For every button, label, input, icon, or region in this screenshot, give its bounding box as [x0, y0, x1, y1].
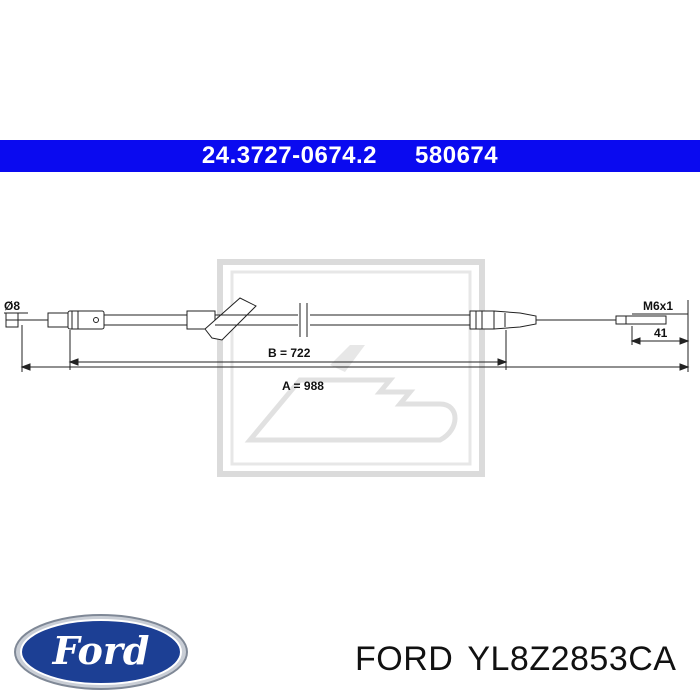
dimension-a-label: A = 988: [282, 379, 324, 393]
dimension-lines: [4, 300, 690, 372]
ford-logo-text: Ford: [52, 628, 150, 673]
cable-conduit: [104, 297, 470, 341]
oem-caption: FORD YL8Z2853CA: [355, 640, 690, 679]
left-end-fitting: [5, 310, 105, 330]
part-number: 24.3727-0674.2: [201, 142, 378, 169]
ate-watermark-icon: [217, 259, 485, 477]
part-number-header: 24.3727-0674.2 580674: [0, 140, 700, 172]
dimension-b-label: B = 722: [268, 346, 311, 360]
cable-drawing: Ø8 M6x1 41 B = 722 A = 988: [4, 259, 690, 477]
left-diameter-label: Ø8: [4, 299, 20, 313]
thread-label: M6x1: [643, 299, 673, 313]
ref-number: 580674: [415, 142, 499, 169]
right-end-fitting: [469, 310, 667, 330]
make-label: FORD: [355, 640, 454, 678]
ford-logo-icon: Ford: [14, 614, 188, 690]
oem-number: YL8Z2853CA: [467, 640, 677, 678]
right-length-label: 41: [654, 326, 668, 340]
